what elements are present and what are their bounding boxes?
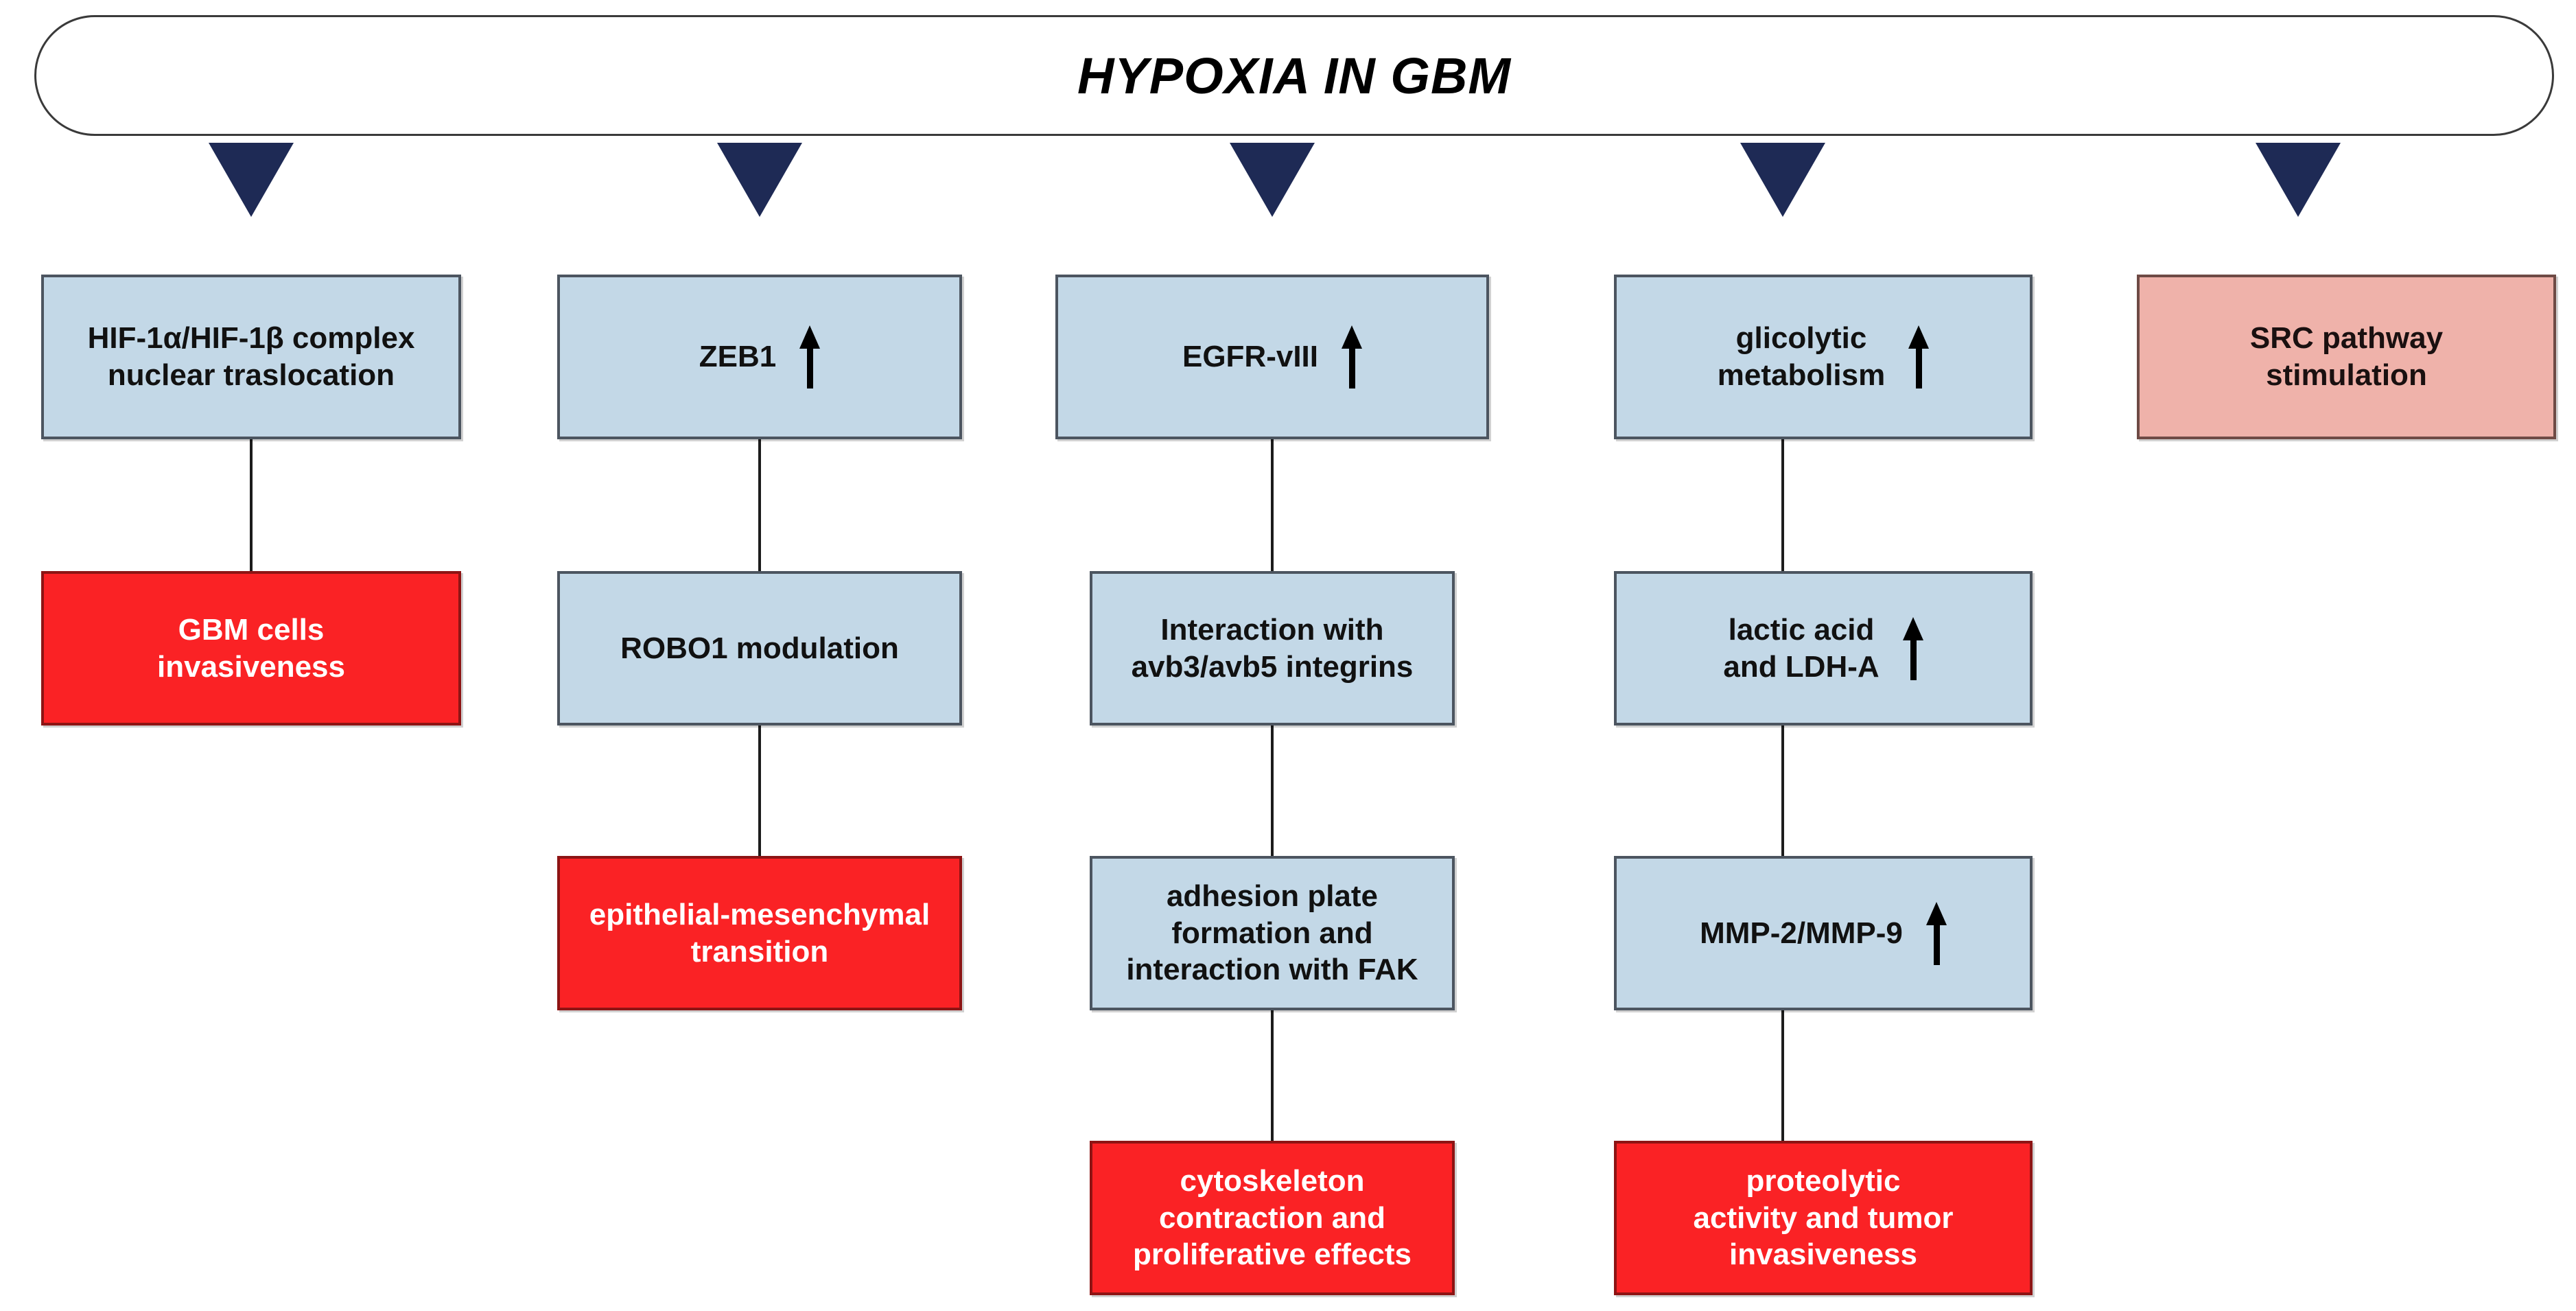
- node-fak[interactable]: adhesion plate formation and interaction…: [1090, 856, 1455, 1010]
- node-label: epithelial-mesenchymal transition: [589, 897, 930, 968]
- node-emt[interactable]: epithelial-mesenchymal transition: [557, 856, 962, 1010]
- node-zeb1[interactable]: ZEB1: [557, 275, 962, 439]
- node-label: GBM cells invasiveness: [157, 612, 345, 684]
- node-label: glicolytic metabolism: [1717, 321, 1886, 392]
- header-banner: HYPOXIA IN GBM: [34, 15, 2554, 136]
- triangle-col-5-icon: [2256, 143, 2341, 217]
- arrow-up-icon: [1342, 325, 1363, 388]
- node-integrins[interactable]: Interaction with avb3/avb5 integrins: [1090, 571, 1455, 726]
- node-hif-complex[interactable]: HIF-1α/HIF-1β complex nuclear traslocati…: [41, 275, 461, 439]
- node-mmp[interactable]: MMP-2/MMP-9: [1614, 856, 2033, 1010]
- triangle-col-2-icon: [717, 143, 802, 217]
- arrow-up-icon: [1908, 325, 1930, 388]
- node-label: ZEB1: [699, 340, 777, 374]
- connector-col1-r1-r2: [250, 439, 253, 571]
- connector-col3-r3-r4: [1271, 1009, 1274, 1141]
- node-label: adhesion plate formation and interaction…: [1126, 879, 1418, 987]
- node-glicolytic[interactable]: glicolytic metabolism: [1614, 275, 2033, 439]
- arrow-up-icon: [1902, 616, 1923, 680]
- node-src-pathway[interactable]: SRC pathway stimulation: [2137, 275, 2556, 439]
- connector-col3-r2-r3: [1271, 724, 1274, 856]
- node-cytoskeleton[interactable]: cytoskeleton contraction and proliferati…: [1090, 1141, 1455, 1295]
- node-gbm-invasiveness[interactable]: GBM cells invasiveness: [41, 571, 461, 726]
- arrow-up-icon: [799, 325, 821, 388]
- node-egfr-viii[interactable]: EGFR-vIII: [1055, 275, 1489, 439]
- connector-col2-r1-r2: [758, 439, 761, 571]
- arrow-up-icon: [1925, 901, 1947, 965]
- node-proteolytic[interactable]: proteolytic activity and tumor invasiven…: [1614, 1141, 2033, 1295]
- connector-col4-r2-r3: [1781, 724, 1784, 856]
- triangle-col-1-icon: [209, 143, 294, 217]
- node-label: cytoskeleton contraction and proliferati…: [1133, 1163, 1412, 1272]
- page-title: HYPOXIA IN GBM: [1077, 47, 1512, 104]
- node-robo1[interactable]: ROBO1 modulation: [557, 571, 962, 726]
- node-label: HIF-1α/HIF-1β complex nuclear traslocati…: [87, 321, 415, 392]
- node-label: lactic acid and LDH-A: [1723, 612, 1880, 684]
- node-lactic-acid[interactable]: lactic acid and LDH-A: [1614, 571, 2033, 726]
- connector-col4-r1-r2: [1781, 439, 1784, 571]
- connector-col4-r3-r4: [1781, 1009, 1784, 1141]
- node-label: EGFR-vIII: [1182, 340, 1319, 374]
- node-label: Interaction with avb3/avb5 integrins: [1131, 612, 1414, 684]
- node-label: MMP-2/MMP-9: [1700, 916, 1903, 950]
- connector-col3-r1-r2: [1271, 439, 1274, 571]
- triangle-col-4-icon: [1740, 143, 1825, 217]
- triangle-col-3-icon: [1230, 143, 1315, 217]
- node-label: SRC pathway stimulation: [2249, 321, 2444, 392]
- node-label: proteolytic activity and tumor invasiven…: [1693, 1163, 1954, 1272]
- connector-col2-r2-r3: [758, 724, 761, 856]
- node-label: ROBO1 modulation: [620, 631, 899, 665]
